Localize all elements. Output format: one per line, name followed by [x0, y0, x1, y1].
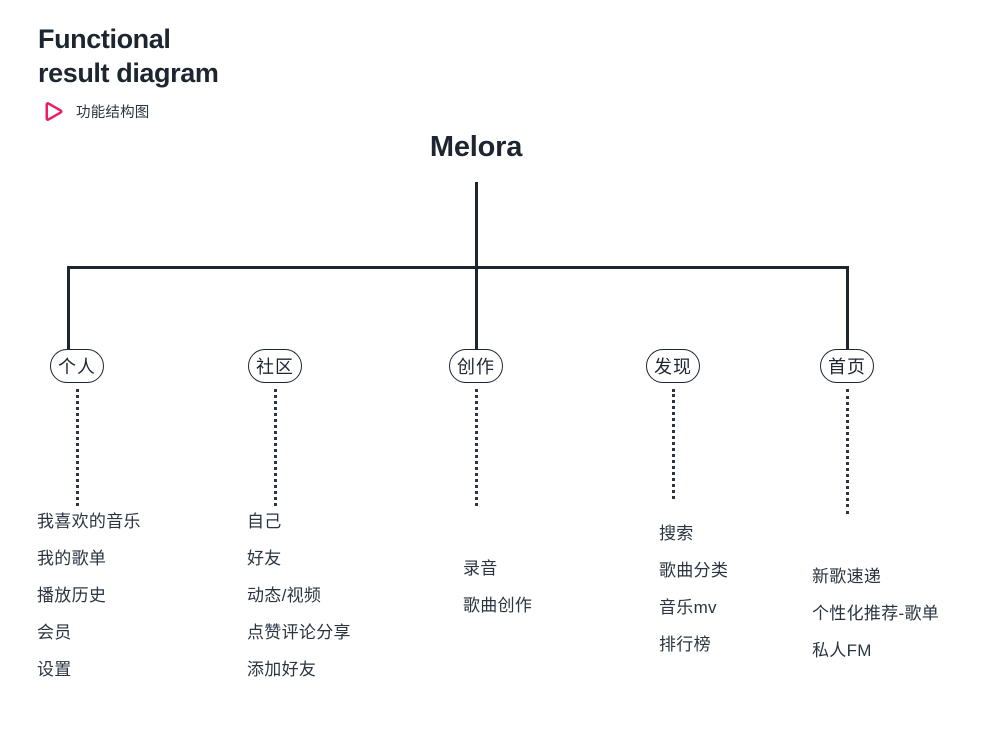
- leaf-item[interactable]: 音乐mv: [659, 598, 717, 617]
- branch-node-label: 发现: [654, 357, 692, 377]
- leaf-item[interactable]: 我的歌单: [37, 549, 107, 568]
- leaf-list-personal: 我喜欢的音乐 我的歌单 播放历史 会员 设置: [37, 513, 141, 678]
- leaf-item[interactable]: 好友: [247, 549, 282, 568]
- page-title: Functional result diagram: [38, 24, 219, 89]
- subtitle-label: 功能结构图: [76, 105, 150, 121]
- leaf-list-create: 录音 歌曲创作: [463, 560, 532, 614]
- leaf-connector-home: [846, 389, 849, 514]
- leaf-connector-create: [475, 389, 478, 506]
- subtitle-row: 功能结构图: [42, 100, 150, 123]
- branch-node-create[interactable]: 创作: [449, 349, 503, 383]
- leaf-item[interactable]: 歌曲分类: [659, 561, 729, 580]
- branch-node-discover[interactable]: 发现: [646, 349, 700, 383]
- leaf-connector-discover: [672, 389, 675, 499]
- leaf-list-home: 新歌速递 个性化推荐-歌单 私人FM: [812, 568, 939, 659]
- leaf-item[interactable]: 我喜欢的音乐: [37, 512, 141, 531]
- leaf-item[interactable]: 歌曲创作: [463, 596, 533, 615]
- branch-drop-line-create: [475, 266, 478, 349]
- leaf-item[interactable]: 自己: [247, 512, 282, 531]
- branch-node-label: 个人: [58, 357, 96, 377]
- leaf-item[interactable]: 排行榜: [659, 635, 711, 654]
- leaf-list-community: 自己 好友 动态/视频 点赞评论分享 添加好友: [247, 513, 351, 678]
- leaf-item[interactable]: 播放历史: [37, 586, 107, 605]
- leaf-item[interactable]: 搜索: [659, 524, 694, 543]
- leaf-item[interactable]: 添加好友: [247, 660, 317, 679]
- leaf-item[interactable]: 个性化推荐-歌单: [812, 604, 940, 623]
- branch-node-personal[interactable]: 个人: [50, 349, 104, 383]
- leaf-item[interactable]: 会员: [37, 623, 72, 642]
- root-node-label: Melora: [429, 131, 523, 163]
- branch-node-community[interactable]: 社区: [248, 349, 302, 383]
- leaf-item[interactable]: 点赞评论分享: [247, 623, 351, 642]
- branch-node-label: 首页: [828, 357, 866, 377]
- branch-node-label: 创作: [457, 357, 495, 377]
- leaf-item[interactable]: 录音: [463, 559, 498, 578]
- leaf-connector-personal: [76, 389, 79, 506]
- branch-node-home[interactable]: 首页: [820, 349, 874, 383]
- leaf-item[interactable]: 新歌速递: [812, 567, 882, 586]
- leaf-item[interactable]: 私人FM: [812, 641, 872, 660]
- leaf-item[interactable]: 设置: [37, 660, 72, 679]
- horizontal-bus-line: [67, 266, 849, 269]
- root-stem-line: [475, 182, 478, 268]
- page-header: Functional result diagram: [38, 22, 219, 90]
- branch-drop-line-home: [846, 266, 849, 349]
- branch-drop-line-personal: [67, 266, 70, 349]
- leaf-item[interactable]: 动态/视频: [247, 586, 322, 605]
- leaf-connector-community: [274, 389, 277, 506]
- branch-node-label: 社区: [256, 357, 294, 377]
- play-triangle-icon: [42, 100, 65, 123]
- leaf-list-discover: 搜索 歌曲分类 音乐mv 排行榜: [659, 525, 728, 653]
